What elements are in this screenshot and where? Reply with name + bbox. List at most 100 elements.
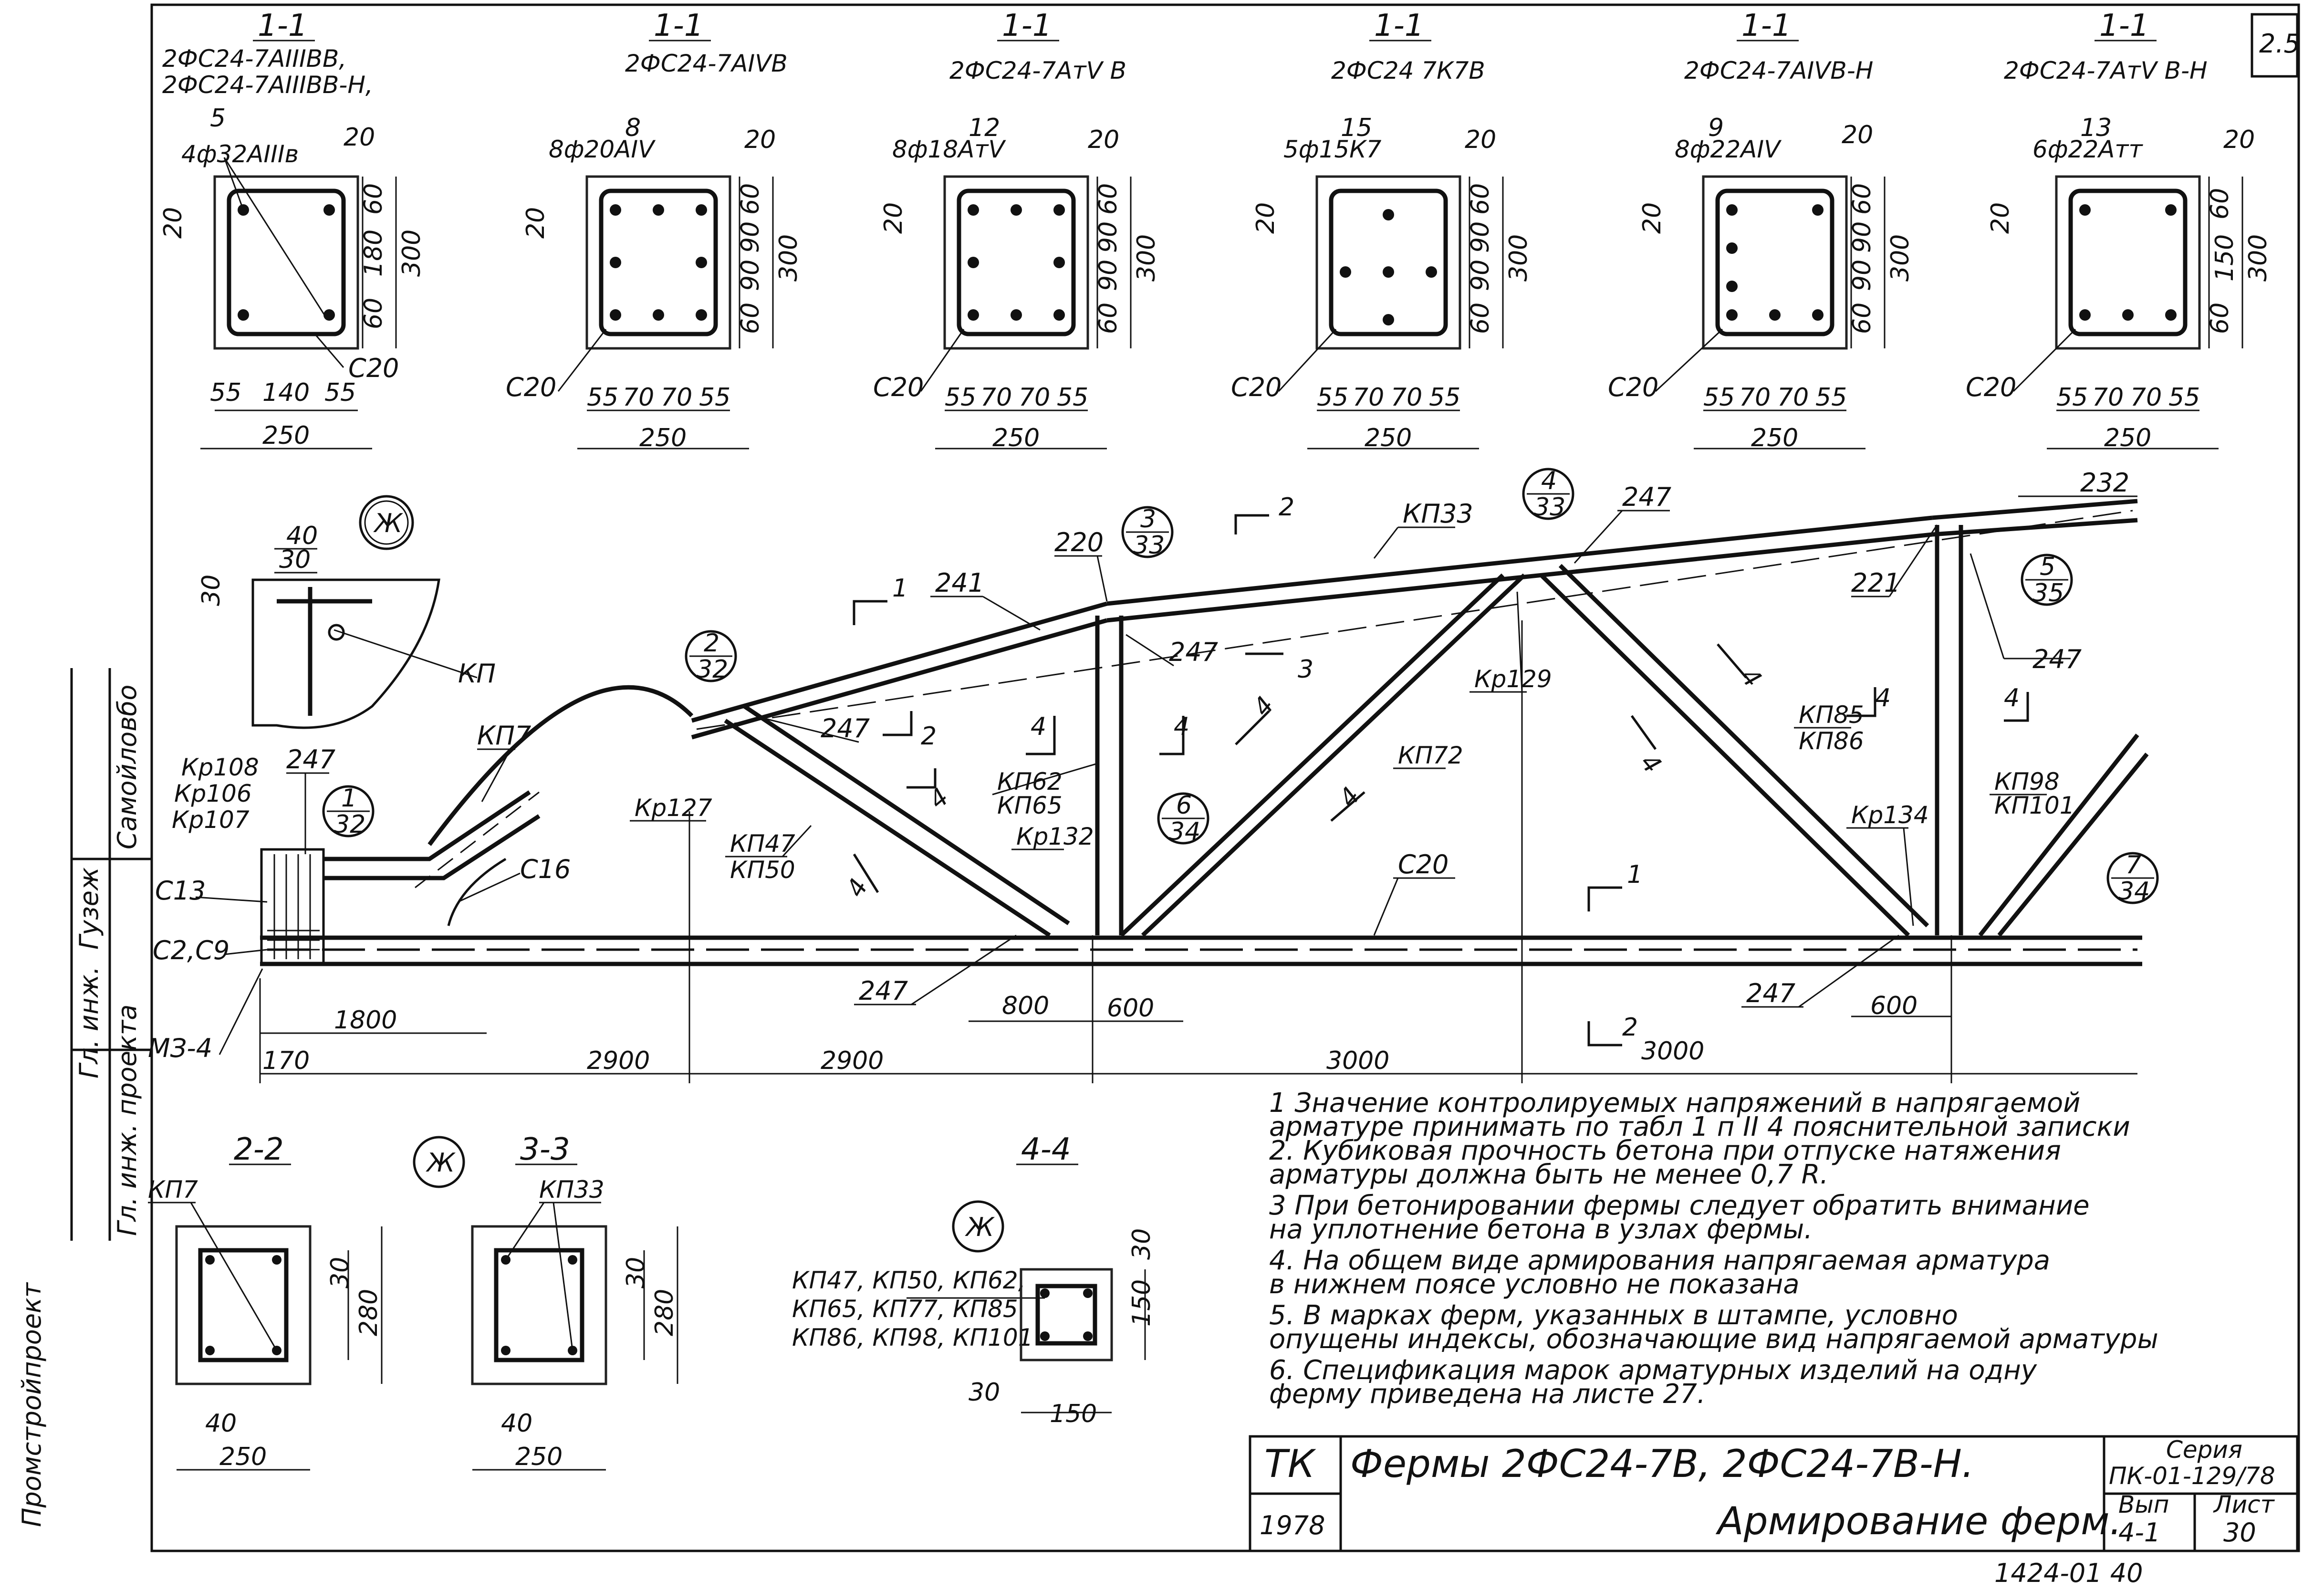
lbl-kr134: Кр134 (1851, 801, 1929, 829)
node-4: 433 (1522, 467, 1574, 522)
h-dim-1: 55 (2056, 383, 2088, 412)
section-outline (1702, 175, 1848, 350)
svg-text:2: 2 (704, 629, 719, 658)
drawing-title-1: Фермы 2ФС24-7В, 2ФС24-7В-Н. (1350, 1442, 1974, 1486)
cover-side: 20 (1088, 126, 1119, 154)
footer-code: 1424-01 40 (1994, 1558, 2143, 1588)
bar-count: 5 (210, 104, 226, 133)
lbl-kr108: Кр108 (181, 754, 259, 781)
bar-spec: 8ф22АIV (1675, 136, 1782, 163)
drawing-title-2: Армирование ферм. (1715, 1499, 2122, 1543)
section-mark: 2ФС24-7АIIIВВ,2ФС24-7АIIIВВ-Н, (162, 45, 373, 99)
dim-600-a: 600 (1107, 994, 1154, 1023)
bar-count: 9 (1708, 114, 1724, 142)
height-dim: 300 (774, 234, 803, 282)
v-dim-3: 90 (1466, 260, 1495, 291)
svg-text:2: 2 (921, 722, 937, 751)
dim-40: 40 (205, 1409, 237, 1438)
v-dim-1: 60 (1466, 183, 1495, 215)
section-outline (943, 175, 1089, 350)
v-dim-4: 60 (1466, 303, 1495, 334)
lbl-247-end: 247 (286, 744, 335, 775)
dim-40: 40 (501, 1409, 532, 1438)
svg-text:4: 4 (1334, 782, 1365, 813)
stirrup (1329, 188, 1448, 336)
height-dim: 300 (397, 230, 426, 277)
node-7: 734 (2106, 851, 2159, 906)
svg-text:2: 2 (1622, 1013, 1638, 1042)
svg-text:4: 4 (1541, 467, 1557, 495)
cover-side: 20 (1842, 121, 1873, 149)
h-dim-2: 70 (980, 383, 1012, 412)
dim-170: 170 (262, 1047, 310, 1075)
cover-side: 20 (1465, 126, 1496, 154)
end-block (260, 848, 325, 965)
section-mark: 2ФС24-7АтV В-Н (2004, 57, 2208, 84)
bar-spec: 8ф18АтV (892, 136, 1007, 163)
h-dim-1: 55 (1317, 383, 1348, 412)
v-dim-4: 60 (1848, 303, 1876, 334)
side-role-1: Гл. инж. (74, 966, 104, 1078)
h-dim-4: 55 (699, 383, 730, 412)
cover-side: 20 (344, 123, 375, 152)
dim-30: 30 (622, 1257, 650, 1288)
section-outline (213, 175, 359, 350)
h-dim-4: 55 (1429, 383, 1460, 412)
top-sections: 1-1 2ФС24-7АIIIВВ,2ФС24-7АIIIВВ-Н, 5 4ф3… (159, 8, 2272, 452)
lbl-247-b2: 247 (1746, 978, 1795, 1008)
section-1-1-f: 1-1 2ФС24-7АтV В-Н 13 6ф22Атт 20 20 60 1… (1966, 8, 2272, 452)
bar-count: 8 (625, 114, 641, 142)
h-dim-2: 70 (1739, 383, 1771, 412)
svg-text:2: 2 (1279, 493, 1294, 522)
node-2: 232 (685, 629, 737, 684)
dim-30-a: 30 (1127, 1228, 1156, 1260)
lbl-kp62: КП62 (997, 768, 1063, 796)
detail-mark: Ж (965, 1212, 995, 1242)
dim-30: 30 (326, 1257, 354, 1288)
section-outline (2055, 175, 2201, 350)
svg-text:4: 4 (2004, 684, 2020, 712)
note-line: 2. Кубиковая прочность бетона при отпуск… (1269, 1135, 2061, 1166)
v-dim-3: 60 (359, 298, 388, 329)
v-dim-2: 150 (2210, 234, 2239, 282)
section-title: 1-1 (1374, 8, 1424, 43)
svg-text:35: 35 (2032, 579, 2064, 607)
detail-mark: Ж (373, 508, 404, 538)
section-2-2: 2-2 КП7 30 280 40 250 (148, 1132, 383, 1471)
svg-text:6: 6 (1176, 791, 1192, 820)
note-line: ферму приведена на листе 27. (1269, 1379, 1706, 1410)
cover-side: 20 (2223, 126, 2255, 154)
detail-mark-mid: Ж (413, 1136, 465, 1188)
lbl-mz: МЗ-4 (148, 1033, 212, 1063)
v-dim-3: 60 (2206, 303, 2234, 334)
h-dim-4: 55 (1815, 383, 1847, 412)
svg-text:33: 33 (1534, 493, 1565, 522)
dim-3000-a: 3000 (1326, 1047, 1389, 1075)
svg-text:32: 32 (697, 655, 728, 684)
section-mark: 2ФС24-7АIVВ-Н (1684, 57, 1873, 84)
v-dim-3: 90 (736, 260, 765, 291)
width-dim: 250 (2104, 424, 2151, 452)
h-dim-3: 55 (324, 378, 356, 407)
dim-250: 250 (219, 1443, 267, 1471)
section-1-1-d: 1-1 2ФС24 7К7В 15 5ф15К7 20 20 60 90 90 … (1231, 8, 1533, 452)
section-mark: 2ФС24 7К7В (1331, 57, 1485, 84)
lbl-221: 221 (1851, 568, 1900, 598)
dim-30: 30 (279, 545, 311, 574)
truss-elevation: 132 232 333 433 535 634 734 КП7 247 Кр10… (148, 467, 2159, 1083)
label-line-2: КП65, КП77, КП85 (792, 1295, 1018, 1323)
section-mark: 2ФС24-7АIVВ (625, 50, 788, 77)
svg-text:4: 4 (1174, 712, 1189, 741)
section-title: 1-1 (2099, 8, 2149, 43)
svg-text:33: 33 (1133, 531, 1165, 560)
lbl-c20: С20 (1398, 849, 1449, 879)
h-dim-2: 70 (623, 383, 654, 412)
v-dim-2: 180 (359, 230, 388, 277)
v-dim-4: 60 (736, 303, 765, 334)
lbl-kp86: КП86 (1799, 727, 1864, 755)
section-title: 1-1 (258, 8, 308, 43)
cover-dim: 20 (159, 207, 188, 239)
h-dim-4: 55 (1057, 383, 1088, 412)
series: ПК-01-129/78 (2109, 1462, 2275, 1490)
